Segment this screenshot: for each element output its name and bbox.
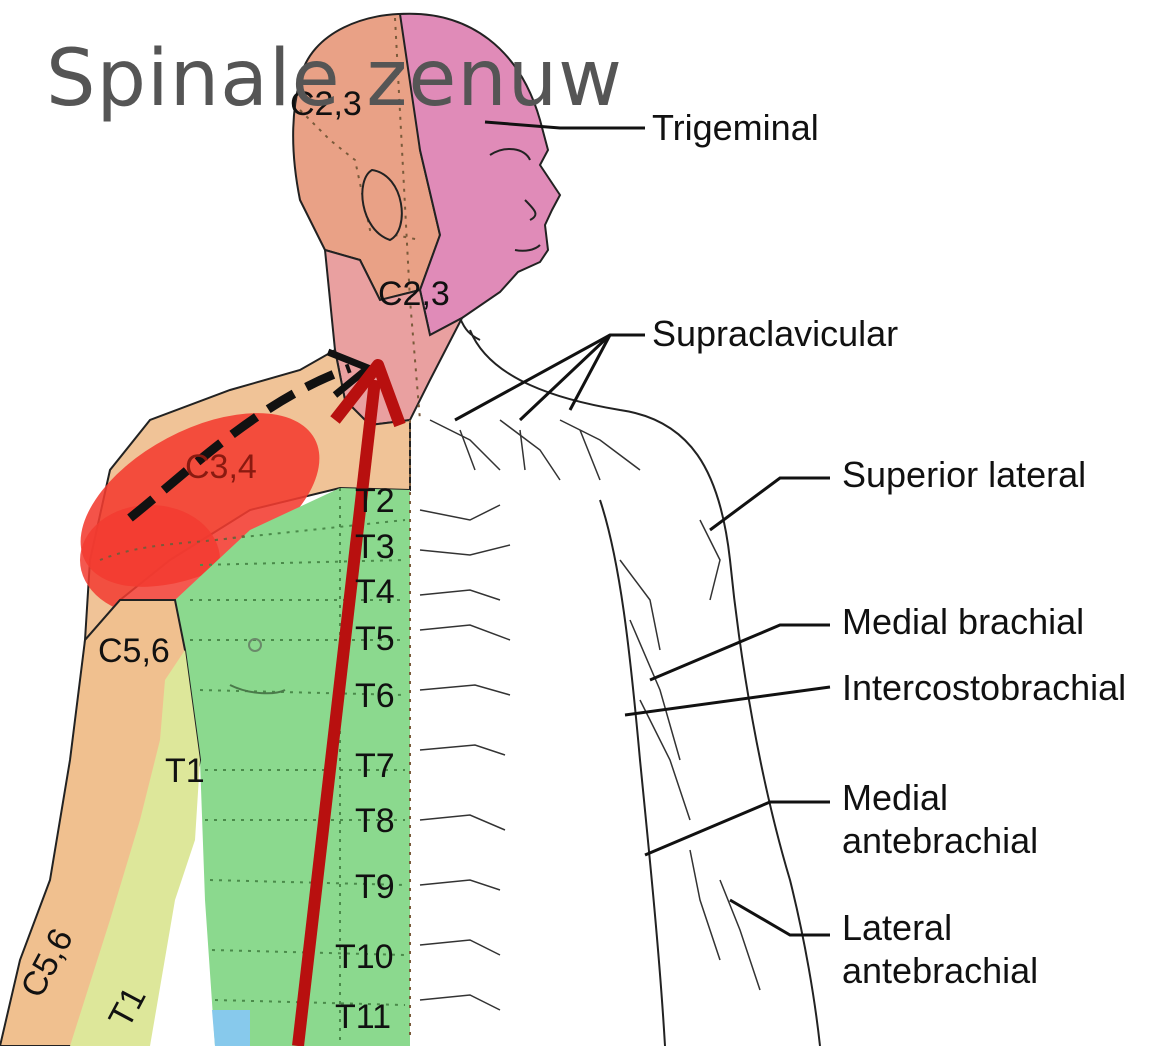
label-t9: T9	[355, 868, 395, 906]
label-t10: T10	[335, 938, 394, 976]
label-t7: T7	[355, 747, 395, 785]
label-t4: T4	[355, 573, 395, 611]
label-t2: T2	[355, 482, 395, 520]
label-medial-antebrachial-1: Medial	[842, 777, 948, 818]
label-c34: C3,4	[185, 448, 257, 486]
label-medial-antebrachial-2: antebrachial	[842, 820, 1038, 861]
label-c23-neck: C2,3	[378, 275, 450, 313]
label-lateral-antebrachial-2: antebrachial	[842, 950, 1038, 991]
label-t8: T8	[355, 802, 395, 840]
nerve-branches	[420, 420, 760, 1010]
label-lateral-antebrachial-1: Lateral	[842, 907, 952, 948]
label-t11: T11	[335, 998, 391, 1036]
label-superior-lateral: Superior lateral	[842, 454, 1086, 495]
label-t1-arm: T1	[165, 752, 205, 790]
slide-title: Spinale zenuw	[46, 40, 623, 118]
label-t3: T3	[355, 528, 395, 566]
label-medial-brachial: Medial brachial	[842, 601, 1084, 642]
label-supraclavicular: Supraclavicular	[652, 313, 898, 354]
label-t5: T5	[355, 620, 395, 658]
label-trigeminal: Trigeminal	[652, 107, 819, 148]
label-intercostobrachial: Intercostobrachial	[842, 667, 1126, 708]
label-c56-arm: C5,6	[98, 632, 170, 670]
label-t6: T6	[355, 677, 395, 715]
